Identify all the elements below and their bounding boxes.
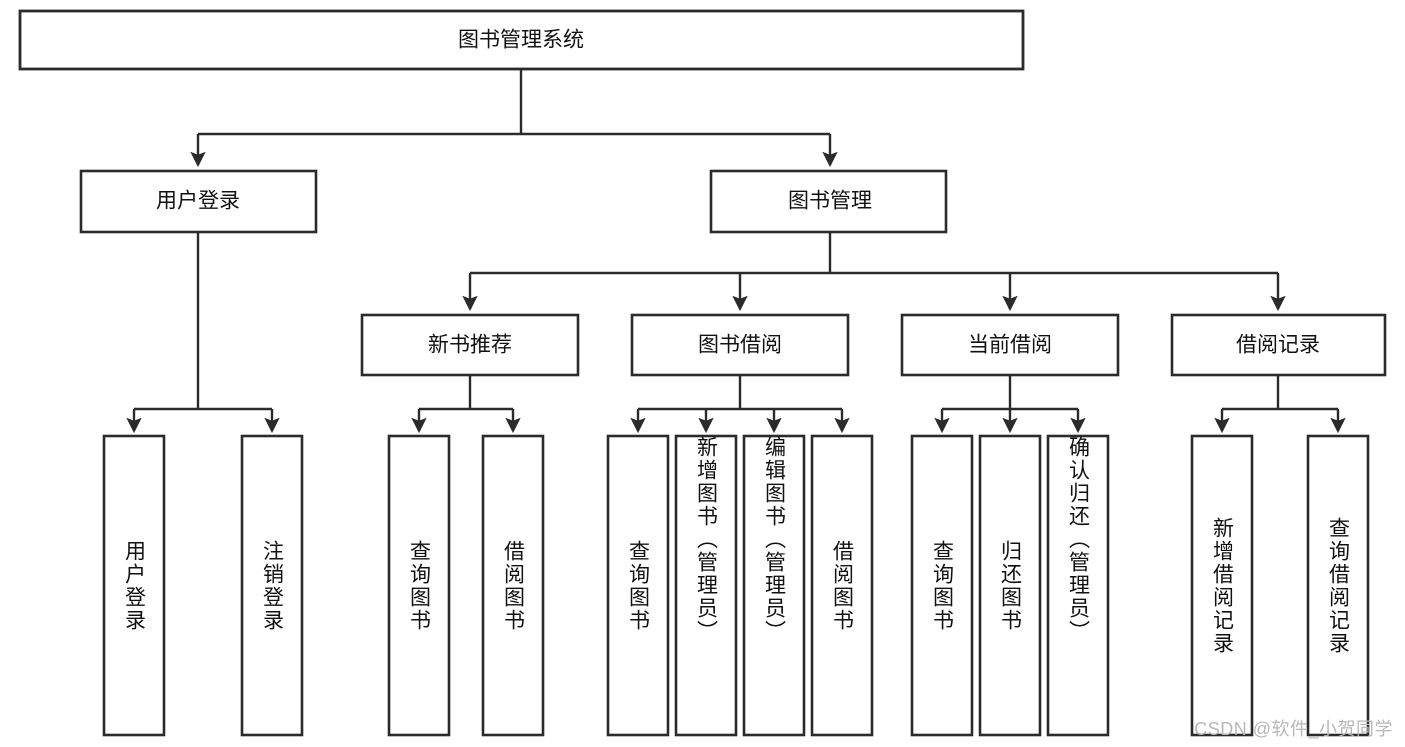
leaf-box-user-login[interactable] [102,434,166,737]
node-book-borrow-box[interactable] [630,313,850,377]
node-current-borrow[interactable]: 当前借阅 [900,313,1120,377]
leaf-box-query-book-2[interactable] [606,434,670,737]
node-new-book-recommend-box[interactable] [360,313,580,377]
leaf-box-add-book-admin[interactable] [674,434,738,737]
leaf-box-add-borrow-record[interactable] [1190,434,1254,737]
node-root-box[interactable] [18,9,1025,71]
leaf-box-return-book[interactable] [978,434,1042,737]
node-borrow-record-box[interactable] [1170,313,1387,377]
leaf-box-edit-book-admin[interactable] [742,434,806,737]
node-new-book-recommend[interactable]: 新书推荐 [360,313,580,377]
csdn-watermark: CSDN @软件_小贺同学 [1194,719,1393,739]
leaf-box-borrow-book-2[interactable] [810,434,874,737]
node-root[interactable]: 图书管理系统 [18,9,1025,71]
node-user-login-box[interactable] [79,169,318,234]
leaf-box-confirm-return-admin[interactable] [1046,434,1110,737]
leaf-box-query-borrow-record[interactable] [1306,434,1370,737]
leaf-box-query-book-3[interactable] [910,434,974,737]
node-borrow-record-label: 借阅记录 [1236,334,1320,357]
node-root-label: 图书管理系统 [458,29,584,52]
node-book-borrow[interactable]: 图书借阅 [630,313,850,377]
leaf-box-logout[interactable] [240,434,304,737]
node-book-management-box[interactable] [709,169,948,234]
node-user-login[interactable]: 用户登录 [79,169,318,234]
node-book-management-label: 图书管理 [788,190,872,213]
node-book-management[interactable]: 图书管理 [709,169,948,234]
edge-group [126,69,1346,434]
node-book-borrow-label: 图书借阅 [698,334,782,357]
node-current-borrow-box[interactable] [900,313,1120,377]
node-borrow-record[interactable]: 借阅记录 [1170,313,1387,377]
node-new-book-recommend-label: 新书推荐 [428,334,512,357]
node-user-login-label: 用户登录 [156,190,240,213]
node-current-borrow-label: 当前借阅 [968,334,1052,357]
leaf-box-query-book-1[interactable] [387,434,451,737]
leaf-box-borrow-book-1[interactable] [481,434,545,737]
